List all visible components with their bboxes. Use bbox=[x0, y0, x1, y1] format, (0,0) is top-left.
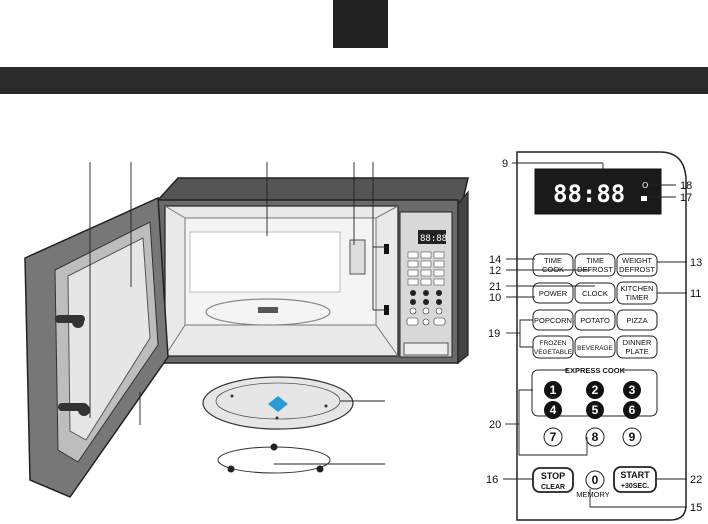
svg-text:3: 3 bbox=[629, 383, 636, 397]
cabinet-side bbox=[458, 192, 468, 363]
callout-22: 22 bbox=[690, 474, 702, 486]
digit-8-button[interactable]: 8 bbox=[586, 428, 604, 446]
potato-button[interactable]: POTATO bbox=[575, 310, 615, 330]
callout-10: 10 bbox=[489, 292, 501, 304]
callout-9: 9 bbox=[502, 158, 508, 170]
frozen-vegetable-button[interactable]: FROZEN VEGETABLE bbox=[533, 336, 573, 358]
memory-label: MEMORY bbox=[576, 490, 610, 499]
callout-20: 20 bbox=[489, 419, 501, 431]
timer-indicator-icon bbox=[641, 196, 647, 201]
svg-text:+30SEC.: +30SEC. bbox=[621, 483, 649, 490]
svg-text:1: 1 bbox=[550, 383, 557, 397]
svg-text:CLEAR: CLEAR bbox=[541, 484, 565, 491]
cavity-light bbox=[190, 232, 340, 292]
svg-text:CLOCK: CLOCK bbox=[582, 289, 608, 298]
svg-text:8: 8 bbox=[592, 430, 599, 444]
callout-13: 13 bbox=[690, 257, 702, 269]
svg-text:5: 5 bbox=[592, 403, 599, 417]
svg-text:VEGETABLE: VEGETABLE bbox=[534, 349, 573, 356]
svg-text:0: 0 bbox=[592, 473, 599, 487]
callout-17: 17 bbox=[680, 192, 692, 204]
time-defrost-button[interactable]: TIME DEFROST bbox=[575, 254, 615, 276]
svg-text:KITCHEN: KITCHEN bbox=[621, 284, 654, 293]
callout-11: 11 bbox=[690, 288, 701, 300]
power-level-indicator-icon: O bbox=[642, 181, 648, 190]
svg-text:TIMER: TIMER bbox=[625, 293, 649, 302]
svg-text:9: 9 bbox=[629, 430, 636, 444]
digit-5-button[interactable]: 5 bbox=[586, 401, 604, 419]
svg-text:PIZZA: PIZZA bbox=[626, 316, 647, 325]
control-panel: 88:88 O TIME COOK TIME DEFROST WEIGHT DE… bbox=[486, 152, 702, 520]
roller-ring bbox=[218, 444, 330, 474]
glass-tray bbox=[203, 377, 353, 429]
callout-16: 16 bbox=[486, 474, 498, 486]
callout-18: 18 bbox=[680, 180, 692, 192]
express-cook-label: EXPRESS COOK bbox=[565, 366, 626, 375]
display-readout: 88:88 bbox=[553, 180, 625, 208]
callout-19: 19 bbox=[488, 328, 500, 340]
digit-1-button[interactable]: 1 bbox=[544, 381, 562, 399]
popcorn-button[interactable]: POPCORN bbox=[533, 310, 573, 330]
svg-text:6: 6 bbox=[629, 403, 636, 417]
latch-hole-top bbox=[384, 244, 389, 254]
svg-text:TIME: TIME bbox=[544, 256, 562, 265]
door-release-button bbox=[404, 343, 448, 355]
digit-6-button[interactable]: 6 bbox=[623, 401, 641, 419]
pizza-button[interactable]: PIZZA bbox=[617, 310, 657, 330]
time-cook-button[interactable]: TIME COOK bbox=[533, 254, 573, 276]
callout-15: 15 bbox=[690, 502, 702, 514]
svg-text:DEFROST: DEFROST bbox=[619, 265, 655, 274]
callout-12: 12 bbox=[489, 265, 501, 277]
microwave-illustration: 88:88 bbox=[25, 162, 468, 497]
digit-3-button[interactable]: 3 bbox=[623, 381, 641, 399]
svg-text:2: 2 bbox=[592, 383, 599, 397]
svg-text:BEVERAGE: BEVERAGE bbox=[577, 345, 613, 352]
stop-clear-button[interactable]: STOP CLEAR bbox=[533, 468, 573, 492]
svg-text:STOP: STOP bbox=[541, 471, 565, 481]
weight-defrost-button[interactable]: WEIGHT DEFROST bbox=[617, 254, 657, 276]
svg-text:FROZEN: FROZEN bbox=[540, 340, 567, 347]
digit-7-button[interactable]: 7 bbox=[544, 428, 562, 446]
svg-text:POWER: POWER bbox=[539, 289, 568, 298]
svg-text:POTATO: POTATO bbox=[580, 316, 610, 325]
waveguide-cover bbox=[350, 240, 365, 274]
digit-9-button[interactable]: 9 bbox=[623, 428, 641, 446]
svg-text:DEFROST: DEFROST bbox=[577, 265, 613, 274]
svg-text:PLATE: PLATE bbox=[625, 347, 648, 356]
svg-text:START: START bbox=[620, 470, 650, 480]
beverage-button[interactable]: BEVERAGE bbox=[575, 337, 615, 357]
svg-text:TIME: TIME bbox=[586, 256, 604, 265]
digit-2-button[interactable]: 2 bbox=[586, 381, 604, 399]
digit-0-button[interactable]: 0 bbox=[586, 471, 604, 489]
svg-text:7: 7 bbox=[550, 430, 557, 444]
svg-text:POPCORN: POPCORN bbox=[534, 316, 572, 325]
svg-text:DINNER: DINNER bbox=[623, 338, 652, 347]
svg-text:COOK: COOK bbox=[542, 265, 564, 274]
kitchen-timer-button[interactable]: KITCHEN TIMER bbox=[617, 282, 657, 304]
digit-4-button[interactable]: 4 bbox=[544, 401, 562, 419]
svg-text:WEIGHT: WEIGHT bbox=[622, 256, 652, 265]
start-button[interactable]: START +30SEC. bbox=[614, 467, 656, 492]
svg-text:88:88: 88:88 bbox=[420, 234, 447, 244]
dinner-plate-button[interactable]: DINNER PLATE bbox=[617, 336, 657, 358]
svg-text:4: 4 bbox=[550, 403, 557, 417]
